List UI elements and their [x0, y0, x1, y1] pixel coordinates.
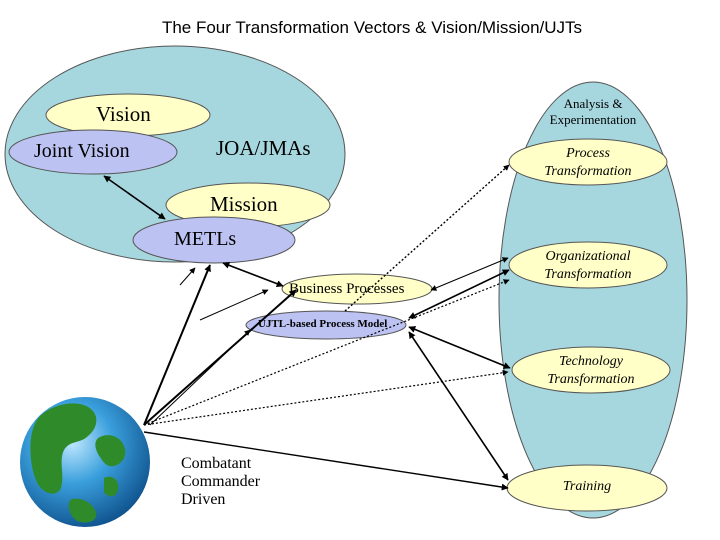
ujtl-model-label: UJTL-based Process Model — [258, 318, 388, 330]
technology-transformation-label: Technology Transformation — [521, 353, 661, 389]
arrow-globe-metls — [143, 264, 211, 426]
globe-caption-line3: Driven — [181, 491, 226, 508]
business-processes-label: Business Processes — [289, 281, 405, 297]
globe-caption-line2: Commander — [181, 473, 261, 490]
connector-arrows — [103, 164, 511, 491]
org-line2: Transformation — [544, 267, 632, 282]
training-label: Training — [562, 479, 612, 494]
arrow-globe-tech — [143, 369, 509, 426]
arrow-jointvision-mission — [103, 175, 166, 220]
process-transformation-oval — [508, 138, 668, 186]
process-line2: Transformation — [544, 164, 632, 179]
globe-caption-line1: Combatant — [181, 455, 252, 472]
organizational-transformation-oval — [508, 241, 668, 289]
joint-vision-oval — [8, 129, 178, 175]
vision-label: Vision — [96, 102, 151, 126]
mission-label: Mission — [210, 192, 278, 216]
joint-vision-label: Joint Vision — [34, 140, 130, 162]
analysis-line1: Analysis & — [563, 96, 623, 111]
ujtl-model-oval — [245, 310, 407, 340]
page-title: The Four Transformation Vectors & Vision… — [161, 18, 583, 37]
process-transformation-label: Process Transformation — [518, 145, 658, 181]
tech-line1: Technology — [558, 354, 624, 369]
organizational-transformation-label: Organizational Transformation — [518, 248, 658, 284]
analysis-line2: Experimentation — [549, 112, 637, 127]
globe-caption: Combatant Commander Driven — [181, 455, 260, 509]
arrow-left-up-2 — [199, 289, 269, 321]
arrow-businessprocesses-org — [430, 257, 509, 291]
technology-transformation-oval — [511, 346, 671, 394]
arrow-ujtl-tech — [408, 326, 511, 369]
metls-label: METLs — [174, 228, 237, 250]
arrow-ujtl-training — [408, 331, 509, 481]
metls-oval — [132, 216, 296, 264]
arrow-left-up-1 — [179, 267, 196, 286]
arrow-globe-businessprocesses — [143, 289, 297, 426]
org-line1: Organizational — [545, 249, 631, 264]
joa-jmas-label: JOA/JMAs — [216, 136, 311, 160]
arrow-metls-businessprocesses — [222, 261, 284, 288]
globe-icon — [20, 397, 150, 527]
arrow-globe-training — [143, 431, 509, 491]
arrow-ujtl-org — [408, 269, 510, 319]
arrow-globe-ujtl — [149, 329, 251, 426]
arrow-ujtl-process — [344, 164, 510, 312]
analysis-experimentation-label: Analysis & Experimentation — [523, 96, 663, 128]
process-line1: Process — [566, 146, 610, 161]
arrow-globe-org — [143, 279, 510, 426]
tech-line2: Transformation — [547, 372, 635, 387]
